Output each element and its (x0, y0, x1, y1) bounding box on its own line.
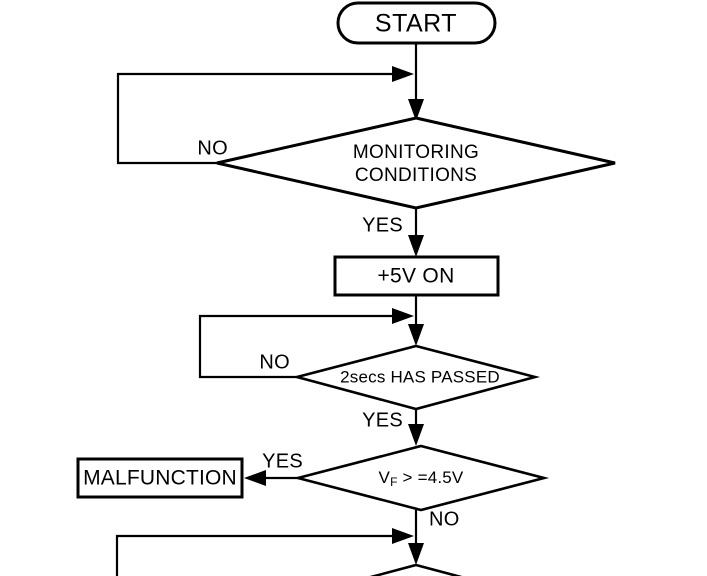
two-secs-passed-label: 2secs HAS PASSED (340, 367, 500, 386)
vf-threshold-label-rest: > =4.5V (398, 468, 464, 487)
vf-threshold-label-subscript: F (390, 475, 398, 489)
node-next-decision-partial (369, 563, 463, 576)
edge-5v-to-twosecs (408, 295, 424, 346)
branch-label-twosecs-no: NO (259, 351, 290, 373)
edge-vf-no-down (408, 510, 424, 565)
edge-vf-yes-to-malfunction (244, 470, 298, 486)
node-malfunction[interactable]: MALFUNCTION (76, 457, 244, 499)
edge-start-to-monitoring (408, 43, 424, 121)
edge-twosecs-no-loopback (198, 308, 414, 379)
branch-label-monitoring-yes: YES (362, 214, 403, 236)
monitoring-conditions-label-line1: MONITORING (353, 142, 479, 163)
vf-threshold-label-main: V (379, 468, 391, 487)
branch-label-vf-yes: YES (262, 450, 303, 472)
start-label: START (375, 10, 457, 38)
edge-bottom-loopback (115, 528, 414, 576)
node-two-secs-passed[interactable]: 2secs HAS PASSED (291, 344, 541, 411)
vf-threshold-label: VF > =4.5V (379, 468, 464, 489)
node-monitoring-conditions[interactable]: MONITORING CONDITIONS (216, 116, 616, 210)
node-vf-threshold[interactable]: VF > =4.5V (292, 444, 550, 512)
five-volt-on-label: +5V ON (377, 265, 454, 288)
edge-monitoring-yes-to-5v (408, 208, 424, 257)
edge-monitoring-no-loopback (116, 66, 414, 165)
node-five-volt-on[interactable]: +5V ON (333, 255, 500, 297)
branch-label-twosecs-yes: YES (362, 409, 403, 431)
malfunction-label: MALFUNCTION (83, 467, 237, 490)
monitoring-conditions-label-line2: CONDITIONS (355, 165, 477, 186)
edge-twosecs-yes-to-vf (408, 409, 424, 446)
node-start[interactable]: START (336, 1, 497, 45)
branch-label-monitoring-no: NO (197, 137, 228, 159)
branch-label-vf-no: NO (429, 508, 460, 530)
